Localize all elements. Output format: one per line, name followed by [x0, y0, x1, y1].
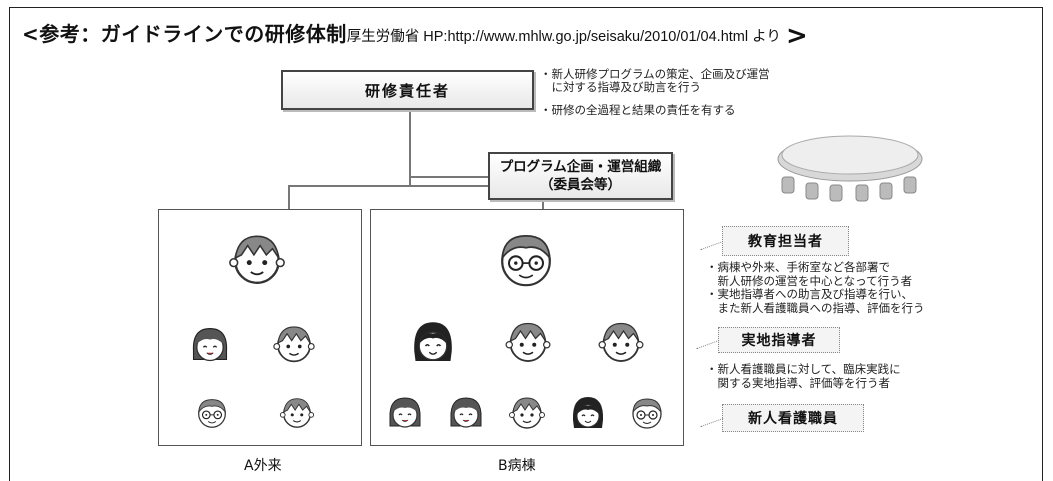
- educator-label: 教育担当者: [748, 234, 823, 250]
- instructor-notes: ・新人看護職員に対して、臨床実践に 関する実地指導、評価等を行う者: [706, 362, 901, 390]
- program-committee-line2: （委員会等）: [540, 177, 621, 193]
- new-nurse-face-b1: [385, 392, 425, 432]
- new-nurse-face-a1: [193, 393, 231, 431]
- figure-header: <参考：ガイドラインでの研修体制厚生労働省 HP:http://www.mhlw…: [22, 18, 808, 51]
- educator-note-3: ・実地指導者への助言及び指導を行い、: [706, 287, 913, 301]
- header-closing: >: [785, 21, 808, 51]
- training-manager-note-3: ・研修の全過程と結果の責任を有する: [540, 103, 736, 117]
- new-nurse-face-a2: [278, 393, 316, 431]
- instructor-face-b1: [408, 316, 458, 366]
- training-manager-note-2: に対する指導及び助言を行う: [540, 80, 701, 94]
- training-manager-notes: ・新人研修プログラムの策定、企画及び運営 に対する指導及び助言を行う ・研修の全…: [540, 68, 770, 117]
- meeting-table-illustration: [777, 135, 923, 202]
- instructor-label: 実地指導者: [741, 333, 817, 349]
- educator-callout: 教育担当者: [722, 226, 849, 256]
- educator-note-1: ・病棟や外来、手術室など各部署で: [706, 260, 890, 274]
- header-source: 厚生労働省 HP:http://www.mhlw.go.jp/seisaku/2…: [346, 29, 781, 45]
- instructor-note-2: 関する実地指導、評価等を行う者: [706, 375, 890, 390]
- panel-b-label: B病棟: [498, 458, 536, 474]
- figure-frame: [9, 7, 1043, 481]
- panel-a-outpatient: [158, 209, 362, 446]
- educator-note-2: 新人研修の運営を中心となって行う者: [706, 273, 913, 288]
- instructor-face-a1: [188, 322, 232, 366]
- program-committee-box: プログラム企画・運営組織 （委員会等）: [488, 152, 673, 200]
- instructor-callout: 実地指導者: [718, 327, 840, 353]
- instructor-face-b3: [596, 316, 646, 366]
- training-manager-label: 研修責任者: [364, 81, 450, 100]
- new-nurse-callout: 新人看護職員: [722, 404, 864, 432]
- educator-face-a: [226, 227, 288, 289]
- connector-top-vertical: [409, 110, 411, 185]
- new-nurse-face-b3: [507, 392, 547, 432]
- connector-to-program: [409, 176, 489, 178]
- panel-a-label: A外来: [244, 458, 282, 474]
- educator-notes: ・病棟や外来、手術室など各部署で 新人研修の運営を中心となって行う者 ・実地指導…: [706, 260, 925, 315]
- instructor-note-1: ・新人看護職員に対して、臨床実践に: [706, 362, 901, 376]
- instructor-face-b2: [503, 316, 553, 366]
- new-nurse-label: 新人看護職員: [748, 411, 838, 427]
- training-manager-box: 研修責任者: [281, 70, 534, 110]
- educator-note-4: また新人看護職員への指導、評価を行う: [706, 300, 925, 315]
- connector-branch-horizontal: [288, 185, 543, 187]
- program-committee-line1: プログラム企画・運営組織: [499, 159, 662, 175]
- new-nurse-face-b5: [627, 392, 667, 432]
- training-manager-note-1: ・新人研修プログラムの策定、企画及び運営: [540, 67, 770, 81]
- instructor-face-a2: [271, 320, 317, 366]
- new-nurse-face-b4: [568, 392, 608, 432]
- educator-face-b: [492, 224, 560, 292]
- connector-a-vertical: [288, 185, 290, 209]
- new-nurse-face-b2: [446, 392, 486, 432]
- header-title: <参考：ガイドラインでの研修体制: [22, 22, 347, 46]
